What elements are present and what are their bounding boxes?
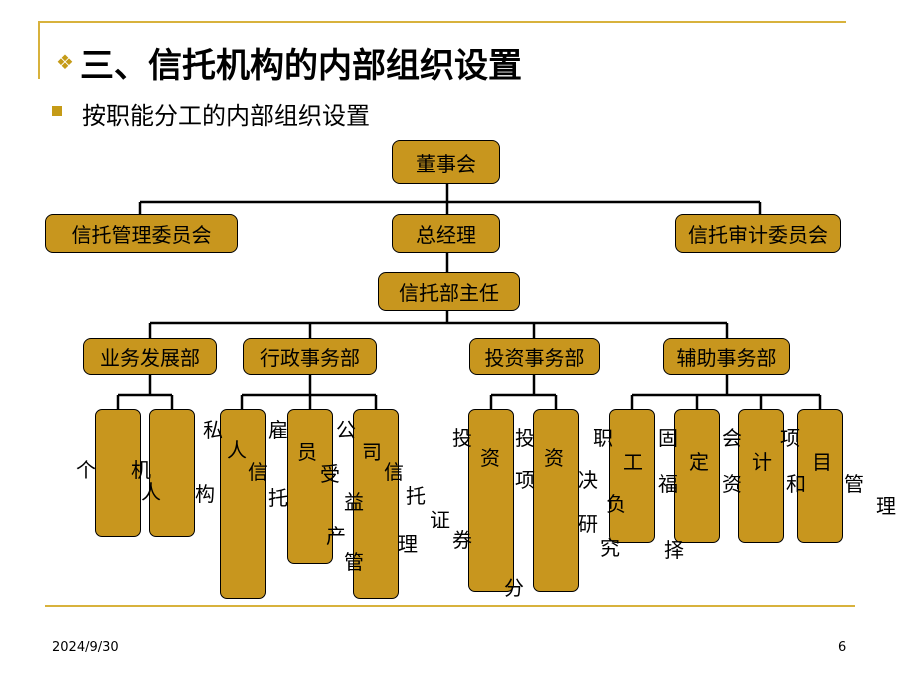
sub-unit-box — [353, 409, 399, 599]
box-char: 资 — [544, 446, 564, 470]
scattered-char: 负 — [606, 492, 626, 516]
box-char: 员 — [297, 440, 317, 464]
diamond-bullet-icon: ❖ — [56, 50, 74, 74]
scattered-char: 项 — [515, 468, 535, 492]
scattered-char: 资 — [722, 472, 742, 496]
department-box: 投资事务部 — [469, 338, 600, 375]
scattered-char: 受 — [320, 462, 340, 486]
scattered-char: 项 — [780, 426, 800, 450]
box-char: 定 — [689, 450, 709, 474]
scattered-char: 管 — [344, 550, 364, 574]
scattered-char: 研 — [578, 512, 598, 536]
scattered-char: 投 — [515, 426, 535, 450]
scattered-char: 券 — [452, 528, 472, 552]
scattered-char: 职 — [593, 426, 613, 450]
box-char: 工 — [623, 450, 643, 474]
sub-unit-box — [287, 409, 333, 564]
footer-date: 2024/9/30 — [52, 640, 119, 655]
bottom-rule — [45, 605, 855, 607]
sub-unit-box — [533, 409, 579, 592]
scattered-char: 构 — [195, 482, 215, 506]
department-box: 行政事务部 — [243, 338, 377, 375]
department-box: 辅助事务部 — [663, 338, 790, 375]
box-char: 计 — [752, 450, 772, 474]
scattered-char: 个 — [76, 458, 96, 482]
scattered-char: 人 — [141, 480, 161, 504]
left-rule — [38, 21, 40, 79]
slide-subtitle: 按职能分工的内部组织设置 — [82, 102, 370, 130]
trust-audit-committee-box: 信托审计委员会 — [675, 214, 841, 253]
sub-unit-box — [609, 409, 655, 543]
scattered-char: 和 — [786, 472, 806, 496]
sub-unit-box — [674, 409, 720, 543]
scattered-char: 究 — [600, 536, 620, 560]
trust-dept-head-box: 信托部主任 — [378, 272, 520, 311]
box-char: 资 — [480, 446, 500, 470]
general-manager-box: 总经理 — [392, 214, 500, 253]
box-char: 目 — [812, 450, 832, 474]
scattered-char: 择 — [664, 538, 684, 562]
scattered-char: 雇 — [268, 418, 288, 442]
trust-management-committee-box: 信托管理委员会 — [45, 214, 238, 253]
sub-unit-box — [220, 409, 266, 599]
department-box: 业务发展部 — [83, 338, 217, 375]
scattered-char: 理 — [876, 494, 896, 518]
scattered-char: 福 — [658, 472, 678, 496]
scattered-char: 产 — [326, 524, 346, 548]
sub-unit-box — [797, 409, 843, 543]
scattered-char: 机 — [131, 458, 151, 482]
scattered-char: 分 — [504, 576, 524, 600]
scattered-char: 会 — [722, 426, 742, 450]
slide-title: 三、信托机构的内部组织设置 — [80, 46, 522, 86]
sub-unit-box — [468, 409, 514, 592]
box-char: 司 — [362, 440, 382, 464]
scattered-char: 管 — [844, 472, 864, 496]
scattered-char: 信 — [248, 460, 268, 484]
scattered-char: 私 — [203, 418, 223, 442]
sub-unit-box — [149, 409, 195, 537]
scattered-char: 投 — [452, 426, 472, 450]
sub-unit-box — [95, 409, 141, 537]
scattered-char: 信 — [384, 460, 404, 484]
scattered-char: 益 — [344, 490, 364, 514]
box-char: 人 — [227, 438, 247, 462]
scattered-char: 托 — [406, 484, 426, 508]
scattered-char: 证 — [430, 508, 450, 532]
sub-unit-box — [738, 409, 784, 543]
scattered-char: 公 — [336, 418, 356, 442]
scattered-char: 决 — [578, 468, 598, 492]
top-rule — [38, 21, 846, 23]
scattered-char: 托 — [268, 486, 288, 510]
footer-page-number: 6 — [838, 640, 847, 655]
square-bullet-icon — [52, 106, 62, 116]
scattered-char: 固 — [658, 426, 678, 450]
scattered-char: 理 — [398, 532, 418, 556]
board-box: 董事会 — [392, 140, 500, 184]
